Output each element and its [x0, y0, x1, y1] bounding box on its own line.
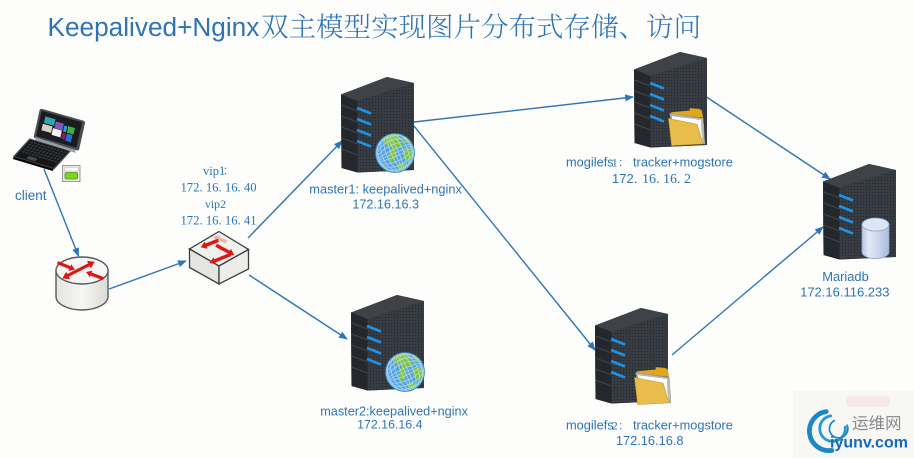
- svg-text:172. 16. 16. 40: 172. 16. 16. 40: [180, 181, 256, 195]
- svg-text:2: 2: [612, 419, 618, 433]
- svg-text:client: client: [15, 188, 47, 203]
- svg-text:172.16.116.233: 172.16.116.233: [800, 285, 889, 300]
- svg-text:172.16.16.3: 172.16.16.3: [352, 198, 419, 212]
- svg-text:172.16.16.8: 172.16.16.8: [616, 433, 684, 448]
- svg-text:16. 16. 2: 16. 16. 2: [642, 172, 691, 187]
- svg-text:tracker+mogstore: tracker+mogstore: [633, 155, 733, 170]
- svg-text:master2:keepalived+nginx: master2:keepalived+nginx: [320, 405, 468, 419]
- svg-text:mogilefs: mogilefs: [566, 155, 614, 170]
- svg-text:vip2: vip2: [205, 197, 226, 211]
- svg-text:mogilefs: mogilefs: [566, 418, 614, 433]
- svg-text:Mariadb: Mariadb: [822, 269, 869, 284]
- svg-text:vip1: vip1: [203, 164, 225, 178]
- svg-text:iyunv.com: iyunv.com: [830, 435, 908, 452]
- svg-text:1: 1: [612, 156, 618, 170]
- svg-text:tracker+mogstore: tracker+mogstore: [633, 418, 733, 433]
- svg-text:172.: 172.: [612, 171, 637, 186]
- svg-text:172. 16. 16. 41: 172. 16. 16. 41: [180, 214, 256, 228]
- svg-text:Keepalived+Nginx: Keepalived+Nginx: [48, 12, 260, 42]
- svg-text:master1: keepalived+nginx: master1: keepalived+nginx: [309, 182, 462, 197]
- svg-text:172.16.16.4: 172.16.16.4: [357, 418, 423, 432]
